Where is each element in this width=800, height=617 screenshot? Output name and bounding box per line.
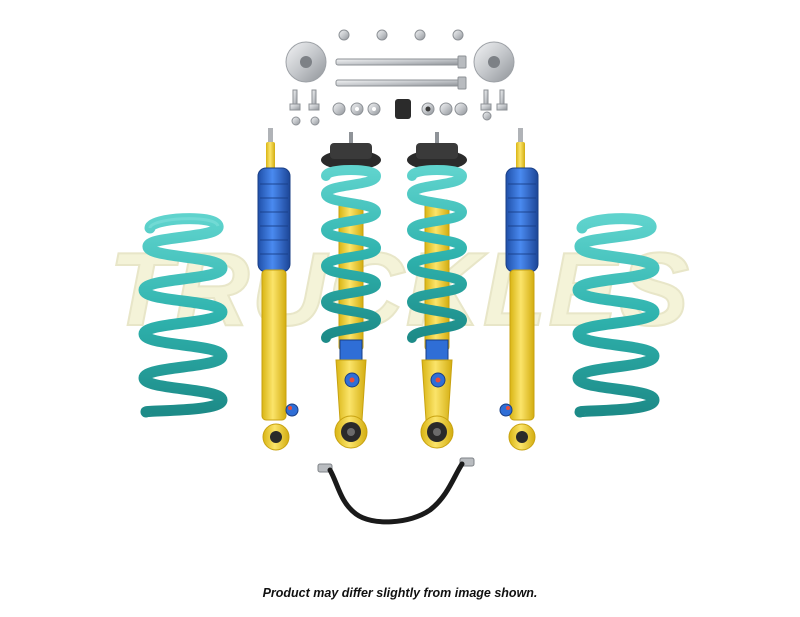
front-coilover-strut-left (320, 132, 382, 449)
watermark-text: TRUCKLES (109, 232, 691, 348)
spacer-disc-left (285, 41, 327, 83)
long-bolts (335, 55, 467, 90)
nuts-top-row (338, 29, 464, 41)
rear-shock-absorber-left (257, 128, 299, 451)
washers-row (291, 99, 492, 126)
rear-shock-absorber-right (499, 128, 539, 451)
disclaimer-text: Product may differ slightly from image s… (262, 586, 538, 600)
rear-coil-spring-left (138, 213, 228, 418)
spacer-disc-right (473, 41, 515, 83)
brake-hose (317, 457, 475, 525)
watermark: TRUCKLES (108, 231, 691, 349)
front-coilover-strut-right (406, 132, 468, 449)
rear-coil-spring-right (572, 213, 660, 418)
hardware-kit (285, 29, 515, 126)
short-studs (289, 89, 508, 111)
